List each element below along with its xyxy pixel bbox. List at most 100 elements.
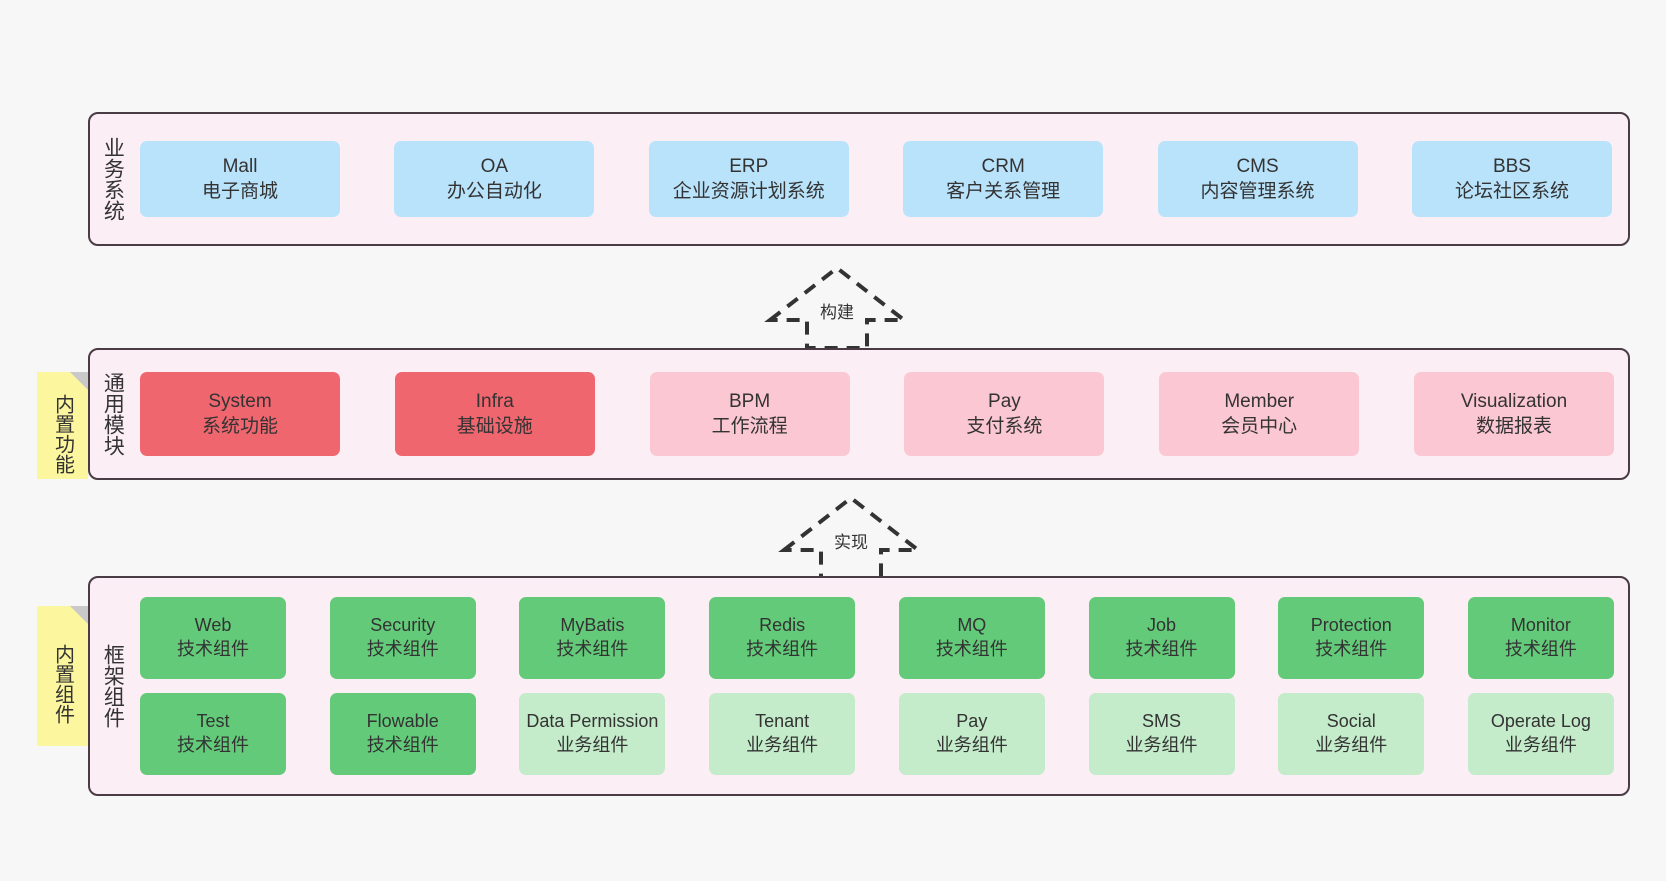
card-title-en: CMS bbox=[1236, 155, 1279, 177]
card-title-cn: 内容管理系统 bbox=[1200, 181, 1315, 202]
card-title-cn: 技术组件 bbox=[177, 735, 249, 755]
card-title-en: Pay bbox=[988, 390, 1021, 412]
card-infra[interactable]: Infra 基础设施 bbox=[394, 372, 595, 456]
card-title-en: MyBatis bbox=[560, 615, 625, 636]
card-bpm[interactable]: BPM 工作流程 bbox=[649, 372, 850, 456]
card-title-cn: 会员中心 bbox=[1221, 416, 1298, 437]
card-member[interactable]: Member 会员中心 bbox=[1159, 372, 1360, 456]
generalization-arrow-build: 构建 bbox=[762, 262, 912, 352]
sticky-tag-builtin-component: 内置组件 bbox=[37, 606, 88, 746]
card-title-cn: 技术组件 bbox=[366, 735, 439, 755]
card-monitor[interactable]: Monitor 技术组件 bbox=[1467, 597, 1614, 679]
card-title-cn: 业务组件 bbox=[1504, 735, 1577, 755]
card-title-en: Tenant bbox=[755, 711, 810, 732]
card-test[interactable]: Test 技术组件 bbox=[140, 693, 286, 775]
card-title-cn: 技术组件 bbox=[366, 639, 439, 659]
card-mybatis[interactable]: MyBatis 技术组件 bbox=[519, 597, 666, 679]
card-title-en: Web bbox=[194, 615, 232, 636]
layer-business-systems: 业务系统 Mall 电子商城 OA 办公自动化 ERP 企业资源计划系统 CRM… bbox=[88, 112, 1630, 246]
card-title-cn: 基础设施 bbox=[456, 416, 533, 437]
card-title-en: SMS bbox=[1142, 711, 1182, 732]
card-title-cn: 工作流程 bbox=[711, 416, 788, 437]
card-web[interactable]: Web 技术组件 bbox=[140, 597, 286, 679]
card-mall[interactable]: Mall 电子商城 bbox=[140, 141, 340, 217]
card-title-en: Job bbox=[1147, 615, 1177, 636]
card-tenant[interactable]: Tenant 业务组件 bbox=[709, 693, 856, 775]
card-flowable[interactable]: Flowable 技术组件 bbox=[329, 693, 476, 775]
card-security[interactable]: Security 技术组件 bbox=[329, 597, 476, 679]
layer-framework-components: 框架组件 Web 技术组件 Security 技术组件 MyBatis 技术组件… bbox=[88, 576, 1630, 796]
card-title-en: Data Permission bbox=[526, 711, 659, 732]
layer-title-framework-components: 框架组件 bbox=[101, 644, 125, 728]
card-title-en: System bbox=[208, 390, 272, 412]
card-title-cn: 业务组件 bbox=[556, 735, 629, 755]
card-social[interactable]: Social 业务组件 bbox=[1278, 693, 1425, 775]
card-redis[interactable]: Redis 技术组件 bbox=[709, 597, 856, 679]
card-title-cn: 技术组件 bbox=[177, 639, 249, 659]
card-title-en: Operate Log bbox=[1490, 711, 1591, 732]
arrow-build-label: 构建 bbox=[820, 303, 854, 322]
card-title-en: Flowable bbox=[366, 711, 439, 732]
card-visualization[interactable]: Visualization 数据报表 bbox=[1413, 372, 1614, 456]
card-title-en: BBS bbox=[1492, 155, 1531, 177]
card-title-en: Social bbox=[1326, 711, 1376, 732]
card-pay-component[interactable]: Pay 业务组件 bbox=[898, 693, 1045, 775]
card-cms[interactable]: CMS 内容管理系统 bbox=[1157, 141, 1358, 217]
layer-body-business-systems: Mall 电子商城 OA 办公自动化 ERP 企业资源计划系统 CRM 客户关系… bbox=[134, 114, 1628, 244]
sticky-tag-builtin-function: 内置功能 bbox=[37, 372, 88, 479]
card-title-en: Mall bbox=[222, 155, 258, 177]
card-title-cn: 技术组件 bbox=[935, 639, 1008, 659]
card-crm[interactable]: CRM 客户关系管理 bbox=[903, 141, 1104, 217]
card-job[interactable]: Job 技术组件 bbox=[1088, 597, 1235, 679]
card-system[interactable]: System 系统功能 bbox=[140, 372, 340, 456]
card-title-en: MQ bbox=[957, 615, 987, 636]
card-title-en: OA bbox=[480, 155, 509, 177]
card-row-business: Test 技术组件 Flowable 技术组件 Data Permission … bbox=[140, 693, 1614, 775]
card-title-en: Monitor bbox=[1510, 615, 1571, 636]
card-row: System 系统功能 Infra 基础设施 BPM 工作流程 Pay 支付系统… bbox=[140, 372, 1614, 456]
card-title-cn: 支付系统 bbox=[966, 416, 1043, 437]
arrow-implement-label: 实现 bbox=[834, 533, 868, 552]
card-title-cn: 办公自动化 bbox=[446, 181, 542, 202]
card-title-en: Pay bbox=[956, 711, 988, 732]
card-title-cn: 技术组件 bbox=[556, 639, 629, 659]
layer-title-business-systems: 业务系统 bbox=[101, 137, 125, 221]
card-title-cn: 数据报表 bbox=[1475, 416, 1552, 437]
card-bbs[interactable]: BBS 论坛社区系统 bbox=[1411, 141, 1612, 217]
card-erp[interactable]: ERP 企业资源计划系统 bbox=[648, 141, 849, 217]
card-title-cn: 业务组件 bbox=[935, 735, 1008, 755]
layer-title-common-modules: 通用模块 bbox=[101, 372, 125, 456]
card-title-en: Redis bbox=[759, 615, 806, 636]
card-protection[interactable]: Protection 技术组件 bbox=[1278, 597, 1425, 679]
card-operate-log[interactable]: Operate Log 业务组件 bbox=[1467, 693, 1614, 775]
card-title-en: Infra bbox=[475, 390, 514, 412]
card-title-en: ERP bbox=[729, 155, 769, 177]
arrow-implement-shape bbox=[778, 495, 924, 580]
card-title-cn: 系统功能 bbox=[201, 416, 278, 437]
layer-body-common-modules: System 系统功能 Infra 基础设施 BPM 工作流程 Pay 支付系统… bbox=[134, 350, 1628, 478]
card-pay-module[interactable]: Pay 支付系统 bbox=[904, 372, 1105, 456]
card-title-en: Protection bbox=[1310, 615, 1392, 636]
card-title-cn: 客户关系管理 bbox=[946, 181, 1061, 202]
card-row: Mall 电子商城 OA 办公自动化 ERP 企业资源计划系统 CRM 客户关系… bbox=[140, 141, 1612, 217]
card-oa[interactable]: OA 办公自动化 bbox=[394, 141, 595, 217]
card-title-en: Member bbox=[1224, 390, 1295, 412]
card-data-permission[interactable]: Data Permission 业务组件 bbox=[519, 693, 666, 775]
card-title-en: CRM bbox=[981, 155, 1025, 177]
generalization-arrow-implement: 实现 bbox=[776, 492, 926, 582]
card-title-cn: 电子商城 bbox=[201, 181, 278, 202]
card-title-en: Test bbox=[196, 711, 230, 732]
card-title-cn: 业务组件 bbox=[1315, 735, 1388, 755]
card-row-tech: Web 技术组件 Security 技术组件 MyBatis 技术组件 Redi… bbox=[140, 597, 1614, 679]
card-title-en: Visualization bbox=[1460, 390, 1568, 412]
layer-body-framework-components: Web 技术组件 Security 技术组件 MyBatis 技术组件 Redi… bbox=[134, 578, 1628, 794]
card-title-en: BPM bbox=[729, 390, 771, 412]
card-title-cn: 业务组件 bbox=[746, 735, 819, 755]
card-mq[interactable]: MQ 技术组件 bbox=[898, 597, 1045, 679]
card-title-cn: 技术组件 bbox=[1125, 639, 1198, 659]
card-title-en: Security bbox=[370, 615, 436, 636]
card-title-cn: 论坛社区系统 bbox=[1454, 181, 1569, 202]
card-sms[interactable]: SMS 业务组件 bbox=[1088, 693, 1235, 775]
arrow-build-shape bbox=[764, 265, 910, 350]
